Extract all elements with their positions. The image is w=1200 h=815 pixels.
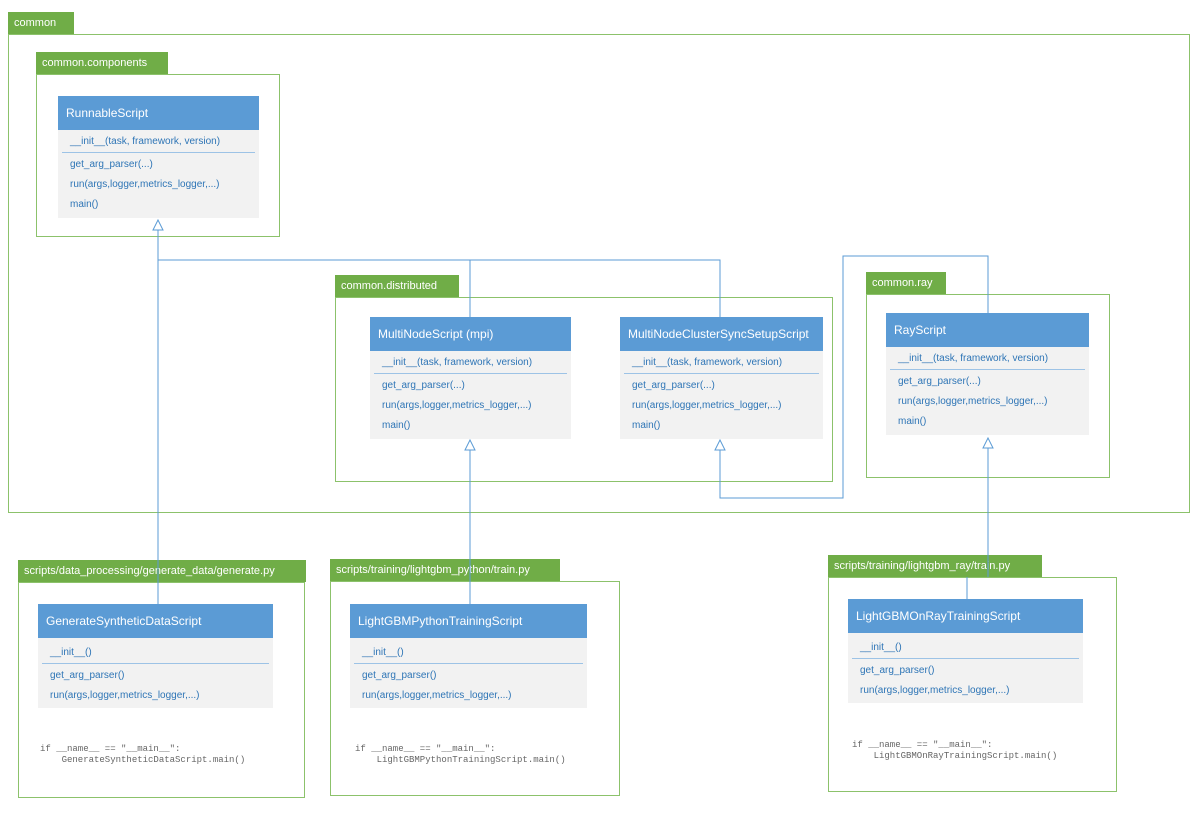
- class-method: get_arg_parser(): [362, 670, 437, 681]
- class-method: main(): [70, 199, 99, 210]
- class-method: get_arg_parser(...): [382, 380, 465, 391]
- class-method: get_arg_parser(): [860, 665, 935, 676]
- package-lightgbm-ray-train-py: [828, 577, 1117, 792]
- class-divider: [42, 663, 269, 664]
- package-lightgbm-python-train-py: [330, 581, 620, 796]
- class-lightgbm-python-training-script[interactable]: LightGBMPythonTrainingScript __init__() …: [350, 604, 587, 708]
- class-method: main(): [898, 416, 927, 427]
- class-constructor: __init__(task, framework, version): [632, 357, 783, 368]
- class-method: get_arg_parser(...): [632, 380, 715, 391]
- class-constructor: __init__(task, framework, version): [898, 353, 1049, 364]
- class-name: RayScript: [886, 313, 1089, 347]
- main-guard-code: if __name__ == "__main__": LightGBMOnRay…: [852, 740, 1058, 761]
- package-lightgbm-ray-train-py-label: scripts/training/lightgbm_ray/train.py: [828, 555, 1042, 577]
- package-lightgbm-python-train-py-label: scripts/training/lightgbm_python/train.p…: [330, 559, 560, 581]
- class-ray-script[interactable]: RayScript __init__(task, framework, vers…: [886, 313, 1089, 435]
- class-runnable-script[interactable]: RunnableScript __init__(task, framework,…: [58, 96, 259, 218]
- class-multinode-script[interactable]: MultiNodeScript (mpi) __init__(task, fra…: [370, 317, 571, 439]
- class-divider: [354, 663, 583, 664]
- package-generate-py-label: scripts/data_processing/generate_data/ge…: [18, 560, 306, 582]
- class-method: main(): [632, 420, 661, 431]
- main-guard-code: if __name__ == "__main__": LightGBMPytho…: [355, 744, 566, 765]
- package-common-distributed-label: common.distributed: [335, 275, 459, 297]
- class-divider: [890, 369, 1085, 370]
- class-method: run(args,logger,metrics_logger,...): [898, 396, 1048, 407]
- main-guard-code: if __name__ == "__main__": GenerateSynth…: [40, 744, 246, 765]
- package-generate-py: [18, 582, 305, 798]
- class-constructor: __init__(task, framework, version): [70, 136, 221, 147]
- class-method: run(args,logger,metrics_logger,...): [362, 690, 512, 701]
- class-method: get_arg_parser(): [50, 670, 125, 681]
- class-constructor: __init__(): [362, 647, 404, 658]
- class-constructor: __init__(): [860, 642, 902, 653]
- class-divider: [374, 373, 567, 374]
- class-method: run(args,logger,metrics_logger,...): [632, 400, 782, 411]
- class-name: GenerateSyntheticDataScript: [38, 604, 273, 638]
- class-generate-synthetic-data-script[interactable]: GenerateSyntheticDataScript __init__() g…: [38, 604, 273, 708]
- class-method: get_arg_parser(...): [898, 376, 981, 387]
- package-common-label: common: [8, 12, 74, 34]
- class-name: LightGBMPythonTrainingScript: [350, 604, 587, 638]
- class-method: get_arg_parser(...): [70, 159, 153, 170]
- package-common: [8, 34, 1190, 513]
- class-constructor: __init__(): [50, 647, 92, 658]
- class-divider: [62, 152, 255, 153]
- class-clustersync-script[interactable]: MultiNodeClusterSyncSetupScript __init__…: [620, 317, 823, 439]
- class-lightgbm-on-ray-training-script[interactable]: LightGBMOnRayTrainingScript __init__() g…: [848, 599, 1083, 703]
- class-divider: [852, 658, 1079, 659]
- package-common-components-label: common.components: [36, 52, 168, 74]
- class-constructor: __init__(task, framework, version): [382, 357, 533, 368]
- class-name: RunnableScript: [58, 96, 259, 130]
- class-method: main(): [382, 420, 411, 431]
- class-divider: [624, 373, 819, 374]
- class-name: MultiNodeScript (mpi): [370, 317, 571, 351]
- class-method: run(args,logger,metrics_logger,...): [860, 685, 1010, 696]
- class-method: run(args,logger,metrics_logger,...): [382, 400, 532, 411]
- class-name: MultiNodeClusterSyncSetupScript: [620, 317, 823, 351]
- class-name: LightGBMOnRayTrainingScript: [848, 599, 1083, 633]
- class-method: run(args,logger,metrics_logger,...): [50, 690, 200, 701]
- package-common-ray-label: common.ray: [866, 272, 946, 294]
- class-method: run(args,logger,metrics_logger,...): [70, 179, 220, 190]
